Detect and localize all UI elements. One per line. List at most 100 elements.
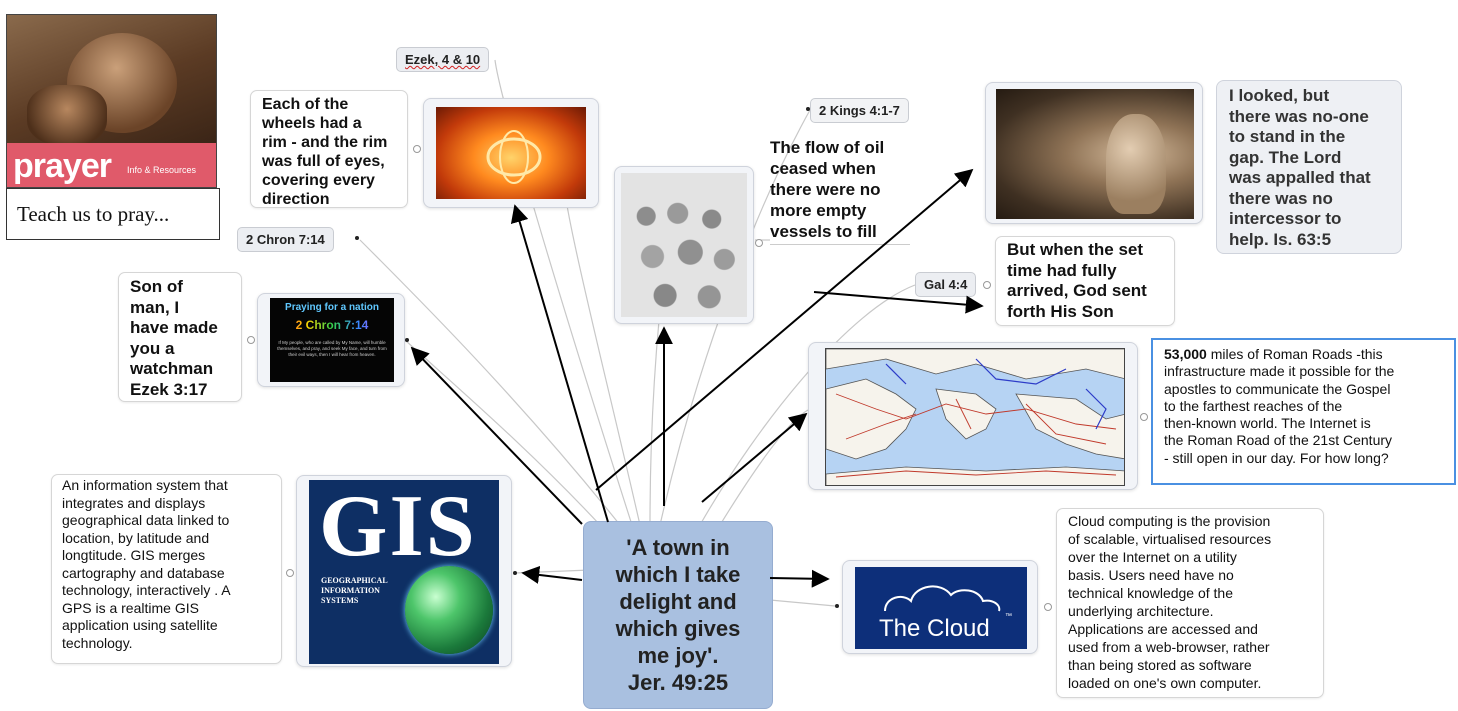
line: rim - and the rim: [262, 134, 388, 151]
globe-icon: [405, 566, 493, 654]
cloud-tm: ™: [1005, 613, 1012, 620]
collapse-handle[interactable]: [247, 336, 255, 344]
line: there were no: [770, 180, 881, 199]
tag-2-kings-text: 2 Kings 4:1-7: [819, 103, 900, 118]
praying-hands-photo: [996, 89, 1194, 219]
line: technology.: [62, 634, 133, 651]
line: the Roman Road of the 21st Century: [1164, 432, 1393, 449]
collapse-handle[interactable]: [1044, 603, 1052, 611]
collapse-handle[interactable]: [413, 145, 421, 153]
collapse-handle[interactable]: [755, 239, 763, 247]
line: technology, interactively . A: [62, 582, 231, 598]
note-wheels[interactable]: Each of the wheels had a rim - and the r…: [250, 90, 408, 208]
line: gap. The Lord: [1229, 147, 1342, 167]
line: cartography and database: [62, 564, 225, 581]
note-roman-roads[interactable]: 53,000 miles of Roman Roads -this infras…: [1151, 338, 1456, 485]
line: man, I: [130, 297, 180, 317]
line: Ezek 3:17: [130, 379, 208, 399]
note-son-of-god-text: But when the set time had fully arrived,…: [1007, 240, 1174, 322]
note-wheels-text: Each of the wheels had a rim - and the r…: [262, 95, 407, 209]
note-oil: The flow of oil ceased when there were n…: [770, 137, 910, 245]
line: to the farthest reaches of the: [1164, 397, 1343, 414]
line: apostles to communicate the Gospel: [1164, 380, 1391, 397]
central-line: me joy'.: [637, 643, 719, 668]
line: you a: [130, 338, 175, 358]
oil-jars-card[interactable]: [614, 166, 754, 324]
prayer-logo-image: prayer Info & Resources: [6, 14, 217, 188]
roman-map-card[interactable]: [808, 342, 1138, 490]
gis-card[interactable]: GIS GEOGRAPHICAL INFORMATION SYSTEMS: [296, 475, 512, 667]
note-son-of-god[interactable]: But when the set time had fully arrived,…: [995, 236, 1175, 326]
line: - still open in our day. For how long?: [1164, 449, 1389, 466]
map-drawing: [826, 349, 1124, 485]
line: was appalled that: [1229, 168, 1371, 187]
line: to stand in the: [1229, 127, 1346, 146]
line: location, by latitude and: [62, 529, 210, 546]
line: direction: [262, 191, 330, 208]
fire-wheel-card[interactable]: [423, 98, 599, 208]
central-topic[interactable]: 'A town in which I take delight and whic…: [583, 521, 773, 709]
central-line: delight and: [619, 589, 737, 614]
note-gis[interactable]: An information system that integrates an…: [51, 474, 282, 664]
tag-gal-text: Gal 4:4: [924, 277, 968, 292]
line: watchman: [130, 359, 214, 378]
line: forth His Son: [1007, 301, 1114, 321]
tag-gal[interactable]: Gal 4:4: [915, 272, 977, 297]
tag-ezek-text: Ezek, 4 & 10: [405, 52, 481, 67]
note-cloud[interactable]: Cloud computing is the provision of scal…: [1056, 508, 1324, 698]
central-line: 'A town in: [626, 535, 730, 560]
gis-sub-3: SYSTEMS: [321, 596, 359, 605]
wheel-rings-icon: [486, 130, 542, 184]
note-cloud-text: Cloud computing is the provision of scal…: [1068, 512, 1323, 692]
line: But when the set: [1007, 240, 1144, 259]
cloud-card[interactable]: The Cloud ™: [842, 560, 1038, 654]
roman-roads-map: [825, 348, 1125, 486]
connector-dot: [835, 604, 839, 608]
connector-dot: [355, 236, 359, 240]
line: GPS is a realtime GIS: [62, 599, 199, 616]
line: Cloud computing is the provision: [1068, 513, 1271, 529]
oil-jars-sketch: [621, 173, 747, 317]
tag-2-kings[interactable]: 2 Kings 4:1-7: [810, 98, 909, 123]
line: Applications are accessed and: [1068, 621, 1258, 637]
connector-dot: [513, 571, 517, 575]
gis-sub-1: GEOGRAPHICAL: [321, 576, 388, 585]
connector-dot: [405, 338, 409, 342]
nation-title: Praying for a nation: [285, 302, 379, 313]
line: ceased when: [770, 159, 876, 178]
line: was full of eyes,: [262, 153, 385, 170]
collapse-handle[interactable]: [983, 281, 991, 289]
line: vessels to fill: [770, 222, 877, 241]
line: underlying architecture.: [1068, 603, 1214, 619]
line: Son of: [130, 277, 183, 296]
line: then-known world. The Internet is: [1164, 415, 1371, 432]
cloud-icon: [884, 585, 1001, 612]
line: covering every: [262, 172, 375, 189]
nation-text: If My people, who are called by My Name,…: [277, 340, 387, 357]
nation-ref: 2 Chron 7:14: [280, 318, 384, 332]
note-watchman-text: Son of man, I have made you a watchman E…: [130, 277, 241, 400]
collapse-handle[interactable]: [1140, 413, 1148, 421]
line: geographical data linked to: [62, 512, 230, 528]
note-gap-text: I looked, but there was no-one to stand …: [1229, 86, 1401, 250]
tag-2-chron[interactable]: 2 Chron 7:14: [237, 227, 334, 252]
central-line: which gives: [615, 616, 741, 641]
roads-line-0: miles of Roman Roads -this: [1206, 346, 1383, 362]
fire-wheel-image: [436, 107, 586, 199]
nation-card[interactable]: Praying for a nation 2 Chron 7:14 If My …: [257, 293, 405, 387]
praying-hands-card[interactable]: [985, 82, 1203, 224]
note-roman-roads-text: 53,000 miles of Roman Roads -this infras…: [1164, 346, 1454, 467]
note-gis-text: An information system that integrates an…: [62, 477, 281, 652]
line: I looked, but: [1229, 86, 1330, 105]
tag-ezek[interactable]: Ezek, 4 & 10: [396, 47, 490, 72]
prayer-banner: prayer Info & Resources: [7, 143, 216, 187]
nation-image: Praying for a nation 2 Chron 7:14 If My …: [270, 298, 394, 382]
note-gap[interactable]: I looked, but there was no-one to stand …: [1216, 80, 1402, 254]
collapse-handle[interactable]: [286, 569, 294, 577]
line: application using satellite: [62, 617, 218, 633]
note-watchman[interactable]: Son of man, I have made you a watchman E…: [118, 272, 242, 402]
connector-dot: [806, 107, 810, 111]
line: longtitude. GIS merges: [62, 547, 206, 563]
line: An information system that: [62, 477, 228, 493]
line: loaded on one's own computer.: [1068, 675, 1262, 691]
